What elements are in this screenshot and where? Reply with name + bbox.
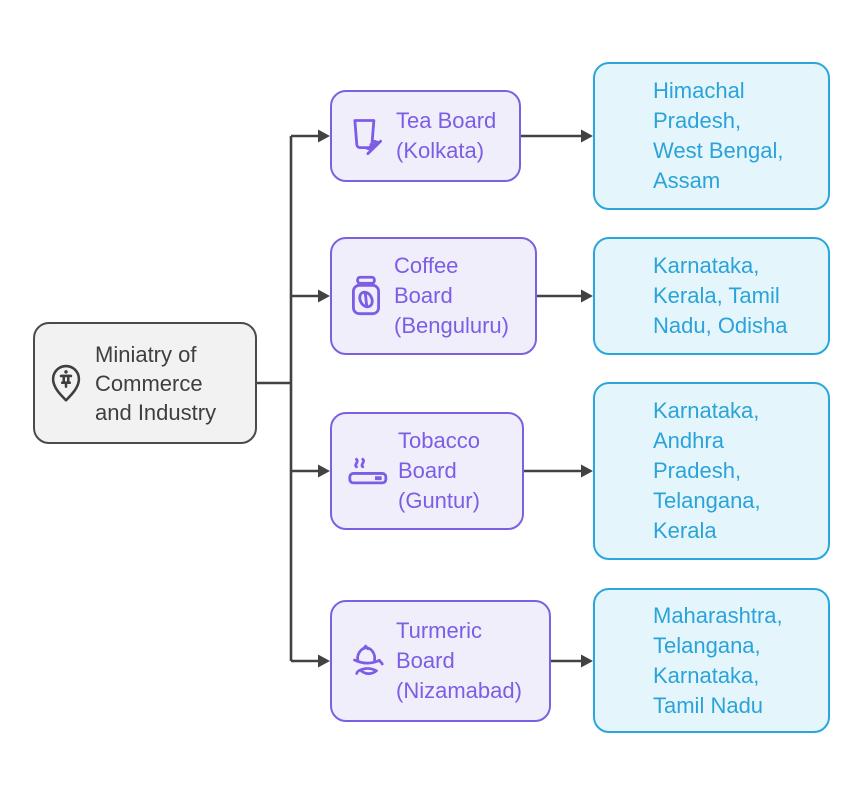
root-to-boards-connector	[257, 129, 330, 668]
turmeric-root-icon	[345, 639, 389, 683]
arrowhead-icon	[318, 129, 330, 143]
node-tea-board: Tea Board(Kolkata)	[330, 90, 521, 182]
cigarette-icon	[345, 450, 391, 492]
coffee-jar-icon	[345, 273, 387, 319]
arrowhead-icon	[581, 654, 593, 668]
arrowhead-icon	[581, 289, 593, 303]
arrowhead-icon	[318, 654, 330, 668]
tea-glass-icon	[345, 113, 389, 159]
node-turmeric-states-label: Maharashtra,Telangana,Karnataka,Tamil Na…	[653, 602, 783, 718]
map-pin-monument-icon	[48, 362, 84, 404]
arrowhead-icon	[581, 464, 593, 478]
arrowhead-icon	[318, 289, 330, 303]
boards-to-states-connector	[521, 129, 593, 668]
arrowhead-icon	[318, 464, 330, 478]
arrowhead-icon	[581, 129, 593, 143]
node-tea-board-label: Tea Board(Kolkata)	[396, 108, 497, 163]
node-turmeric-states: Maharashtra,Telangana,Karnataka,Tamil Na…	[593, 588, 830, 733]
